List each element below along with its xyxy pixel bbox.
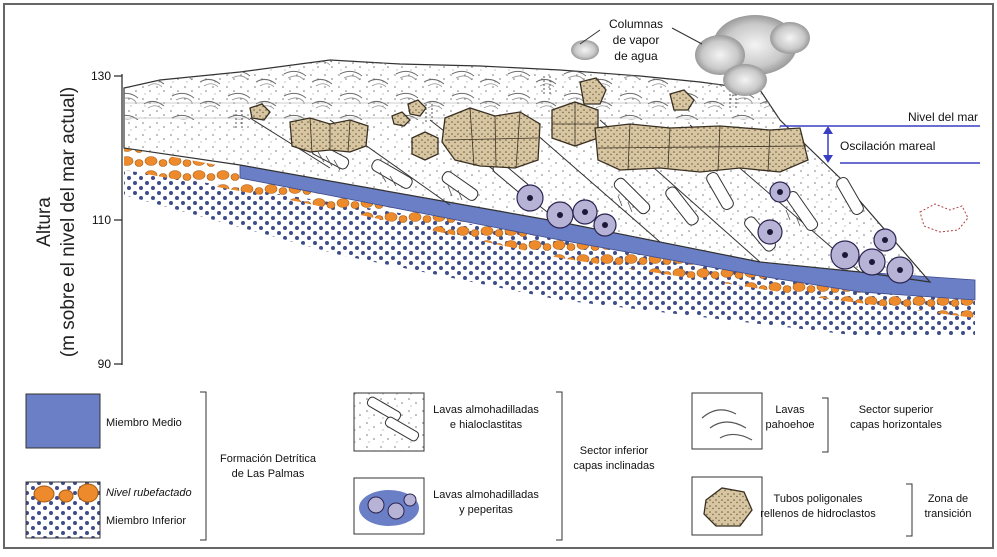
legend-swatch-miembro-medio (26, 394, 100, 448)
legend-peperite-pillow-1 (368, 497, 384, 513)
legend-orange-clast-3 (78, 484, 98, 502)
legend-sector-superior-line1: Sector superior (859, 404, 934, 416)
sea-level-label: Nivel del mar (908, 110, 978, 124)
legend-hialoclastitas-line2: e hialoclastitas (450, 419, 523, 431)
y-tick-label-130: 130 (91, 69, 111, 83)
steam-label-line3: de agua (614, 49, 658, 63)
legend-swatch-pahoehoe (692, 393, 762, 449)
legend-peperitas-line2: y peperitas (459, 504, 513, 516)
legend-formacion-line1: Formación Detrítica (220, 453, 317, 465)
y-tick-label-90: 90 (98, 357, 112, 371)
legend-orange-clast-1 (34, 486, 54, 502)
legend-zona-transicion-line2: transición (924, 508, 971, 520)
legend-pahoehoe-line1: Lavas (775, 404, 805, 416)
legend-miembro-medio: Miembro Medio (106, 417, 182, 429)
legend-sector-superior-line2: capas horizontales (850, 419, 942, 431)
legend-sector-inferior-line2: capas inclinadas (573, 460, 655, 472)
legend-peperitas-line1: Lavas almohadilladas (433, 489, 539, 501)
y-axis-title-line1: Altura (34, 197, 55, 247)
legend-peperite-pillow-3 (404, 494, 416, 506)
legend-tubos-line1: Tubos poligonales (774, 493, 863, 505)
y-tick-label-110: 110 (92, 213, 111, 227)
legend-miembro-inferior: Miembro Inferior (106, 515, 186, 527)
legend-sector-inferior-line1: Sector inferior (580, 445, 649, 457)
legend-formacion-line2: de Las Palmas (232, 468, 305, 480)
legend-peperite-pillow-2 (388, 503, 404, 519)
steam-label-line2: de vapor (613, 33, 660, 47)
legend-tubos-line2: rellenos de hidroclastos (760, 508, 876, 520)
legend-orange-clast-2 (59, 490, 73, 502)
legend-nivel-rubefactado: Nivel rubefactado (106, 487, 192, 499)
tidal-oscillation-label: Oscilación mareal (840, 139, 935, 153)
legend-zona-transicion-line1: Zona de (928, 493, 968, 505)
y-axis-title-line2: (m sobre el nivel del mar actual) (58, 87, 79, 357)
steam-label-line1: Columnas (609, 17, 663, 31)
legend-pahoehoe-line2: pahoehoe (766, 419, 815, 431)
legend-hialoclastitas-line1: Lavas almohadilladas (433, 404, 539, 416)
